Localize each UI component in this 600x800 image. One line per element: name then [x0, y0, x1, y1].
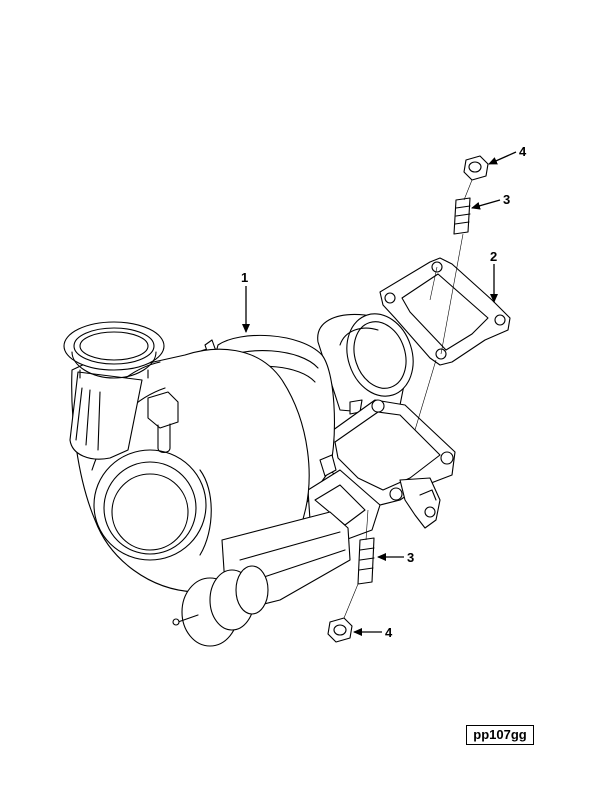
callout-3-top: 3	[503, 192, 510, 207]
callout-4-bottom: 4	[385, 625, 393, 640]
alignment-lines	[343, 179, 473, 619]
compressor-outlet	[63, 321, 165, 460]
turbine-housing	[317, 313, 414, 416]
turbine-gasket	[379, 257, 511, 366]
nut-bottom	[327, 617, 353, 643]
leader-4a	[488, 151, 517, 165]
compressor-fitting	[147, 391, 179, 454]
wastegate-actuator	[172, 511, 351, 647]
callout-2: 2	[490, 249, 497, 264]
leader-3a	[471, 199, 501, 210]
callout-1: 1	[241, 270, 248, 285]
nut-top	[463, 155, 489, 181]
stud-bottom	[357, 537, 375, 585]
callout-4-top: 4	[519, 144, 527, 159]
stud-top	[453, 197, 471, 235]
turbine-flange	[321, 399, 456, 529]
figure-reference-code: pp107gg	[466, 725, 534, 745]
callout-3-bottom: 3	[407, 550, 414, 565]
